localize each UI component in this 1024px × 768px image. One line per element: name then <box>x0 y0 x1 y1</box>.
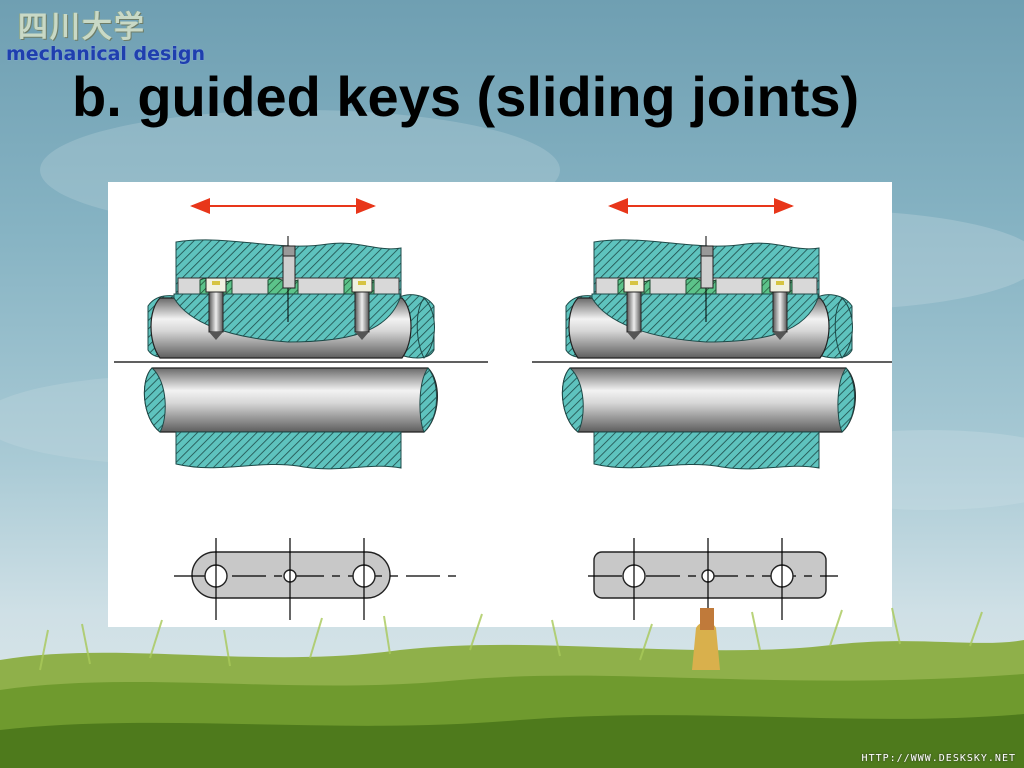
key-plan-view-left <box>174 538 458 620</box>
key-plan-view-right <box>588 538 838 620</box>
grass-foreground <box>0 607 1024 768</box>
university-logo: 四川大学 mechanical design <box>6 0 206 70</box>
guided-key-assembly-right <box>532 206 892 469</box>
slide-title: b. guided keys (sliding joints) <box>72 65 860 128</box>
logo-chinese-text: 四川大学 <box>18 10 146 45</box>
watermark: HTTP://WWW.DESKSKY.NET <box>861 753 1016 764</box>
guided-key-assembly-left <box>114 206 488 469</box>
guided-key-diagram <box>108 182 892 627</box>
logo-english-text: mechanical design <box>6 43 205 65</box>
